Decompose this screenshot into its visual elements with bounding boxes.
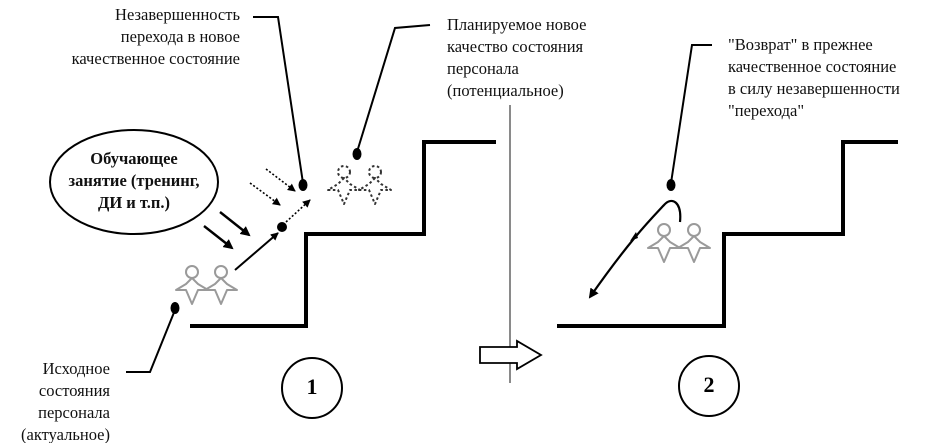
callout-initial <box>126 309 176 373</box>
callout-planned <box>356 24 431 153</box>
callout-return <box>670 44 712 184</box>
training-ellipse <box>49 129 219 235</box>
callout-dot <box>666 179 676 191</box>
return-arrow-mid-head <box>630 232 638 241</box>
callout-dot <box>298 179 308 191</box>
progress-point <box>277 222 287 232</box>
stage-2-circle <box>678 355 740 417</box>
stage-2-number: 2 <box>703 372 715 397</box>
training-arrow-dotted <box>249 182 281 206</box>
callout-dot <box>170 302 180 314</box>
personnel-figures-returned <box>647 223 711 263</box>
stairs-1 <box>190 140 496 328</box>
callout-incomplete <box>253 16 304 184</box>
training-arrow-dotted <box>265 168 296 192</box>
progress-arrow <box>234 232 279 271</box>
progress-arrow-dotted <box>285 199 311 223</box>
callout-dot <box>352 148 362 160</box>
personnel-figures-potential <box>326 164 393 206</box>
return-arrow <box>588 199 682 299</box>
transition-arrow-icon <box>479 339 543 371</box>
stage-1-circle <box>281 357 343 419</box>
stairs-2 <box>557 140 898 328</box>
training-arrow <box>219 211 251 237</box>
label-training: Обучающее занятие (тренинг, ДИ и т.п.) <box>68 149 200 212</box>
label-planned-state: Планируемое новое качество состояния пер… <box>447 15 587 100</box>
personnel-figures-actual <box>175 265 238 305</box>
stage-1-number: 1 <box>306 374 318 399</box>
training-arrow <box>203 225 234 250</box>
label-initial-state: Исходное состояния персонала (актуальное… <box>21 359 110 443</box>
label-return-state: "Возврат" в прежнее качественное состоян… <box>728 35 900 120</box>
label-incomplete-transition: Незавершенность перехода в новое качеств… <box>71 5 240 68</box>
